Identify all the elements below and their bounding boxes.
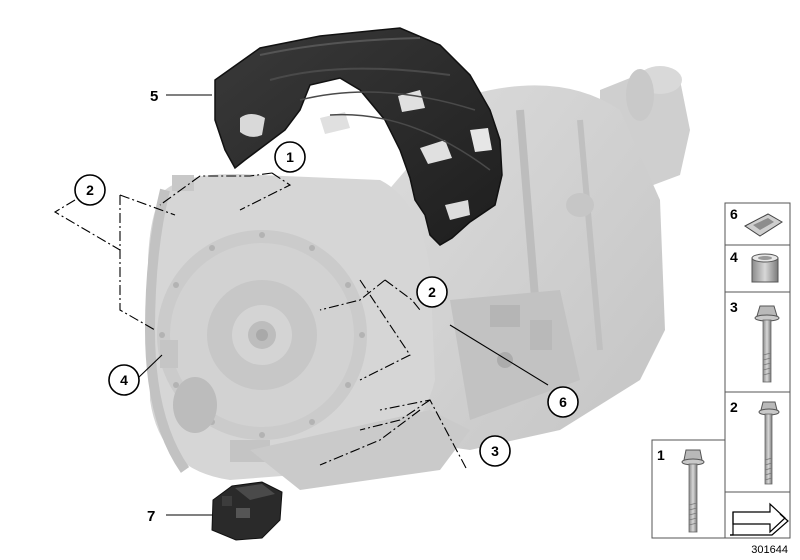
- callout-2-left-label: 2: [86, 182, 94, 198]
- bolt-2-icon[interactable]: [758, 401, 780, 485]
- panel-number-4: 4: [730, 249, 738, 265]
- callout-1-label: 1: [286, 149, 294, 165]
- callout-2-left[interactable]: 2: [74, 174, 106, 206]
- arrow-icon: [730, 502, 789, 536]
- solid-leaders: [137, 94, 549, 516]
- callout-4[interactable]: 4: [108, 364, 140, 396]
- panel-box-3: [724, 291, 791, 393]
- bolt-1-icon[interactable]: [681, 449, 705, 533]
- callout-6-label: 6: [559, 394, 567, 410]
- callout-3[interactable]: 3: [479, 435, 511, 467]
- label-7[interactable]: 7: [147, 508, 155, 525]
- panel-number-6: 6: [730, 206, 738, 222]
- dashed-leaders: [53, 172, 467, 469]
- clip-icon[interactable]: [744, 213, 783, 237]
- diagram-number: 301644: [751, 544, 788, 556]
- callout-1[interactable]: 1: [274, 141, 306, 173]
- callout-4-label: 4: [120, 372, 128, 388]
- panel-number-1: 1: [657, 447, 665, 463]
- heat-shield: [214, 27, 503, 246]
- sleeve-icon[interactable]: [751, 253, 779, 283]
- callout-2-right[interactable]: 2: [416, 276, 448, 308]
- transmission-mount: [211, 481, 283, 541]
- callout-2-right-label: 2: [428, 284, 436, 300]
- bolt-3-icon[interactable]: [754, 305, 780, 383]
- parts-panel: 6 4 3 2 1: [651, 202, 791, 539]
- panel-number-2: 2: [730, 399, 738, 415]
- callout-6[interactable]: 6: [547, 386, 579, 418]
- callout-3-label: 3: [491, 443, 499, 459]
- panel-number-3: 3: [730, 299, 738, 315]
- label-5[interactable]: 5: [150, 88, 158, 105]
